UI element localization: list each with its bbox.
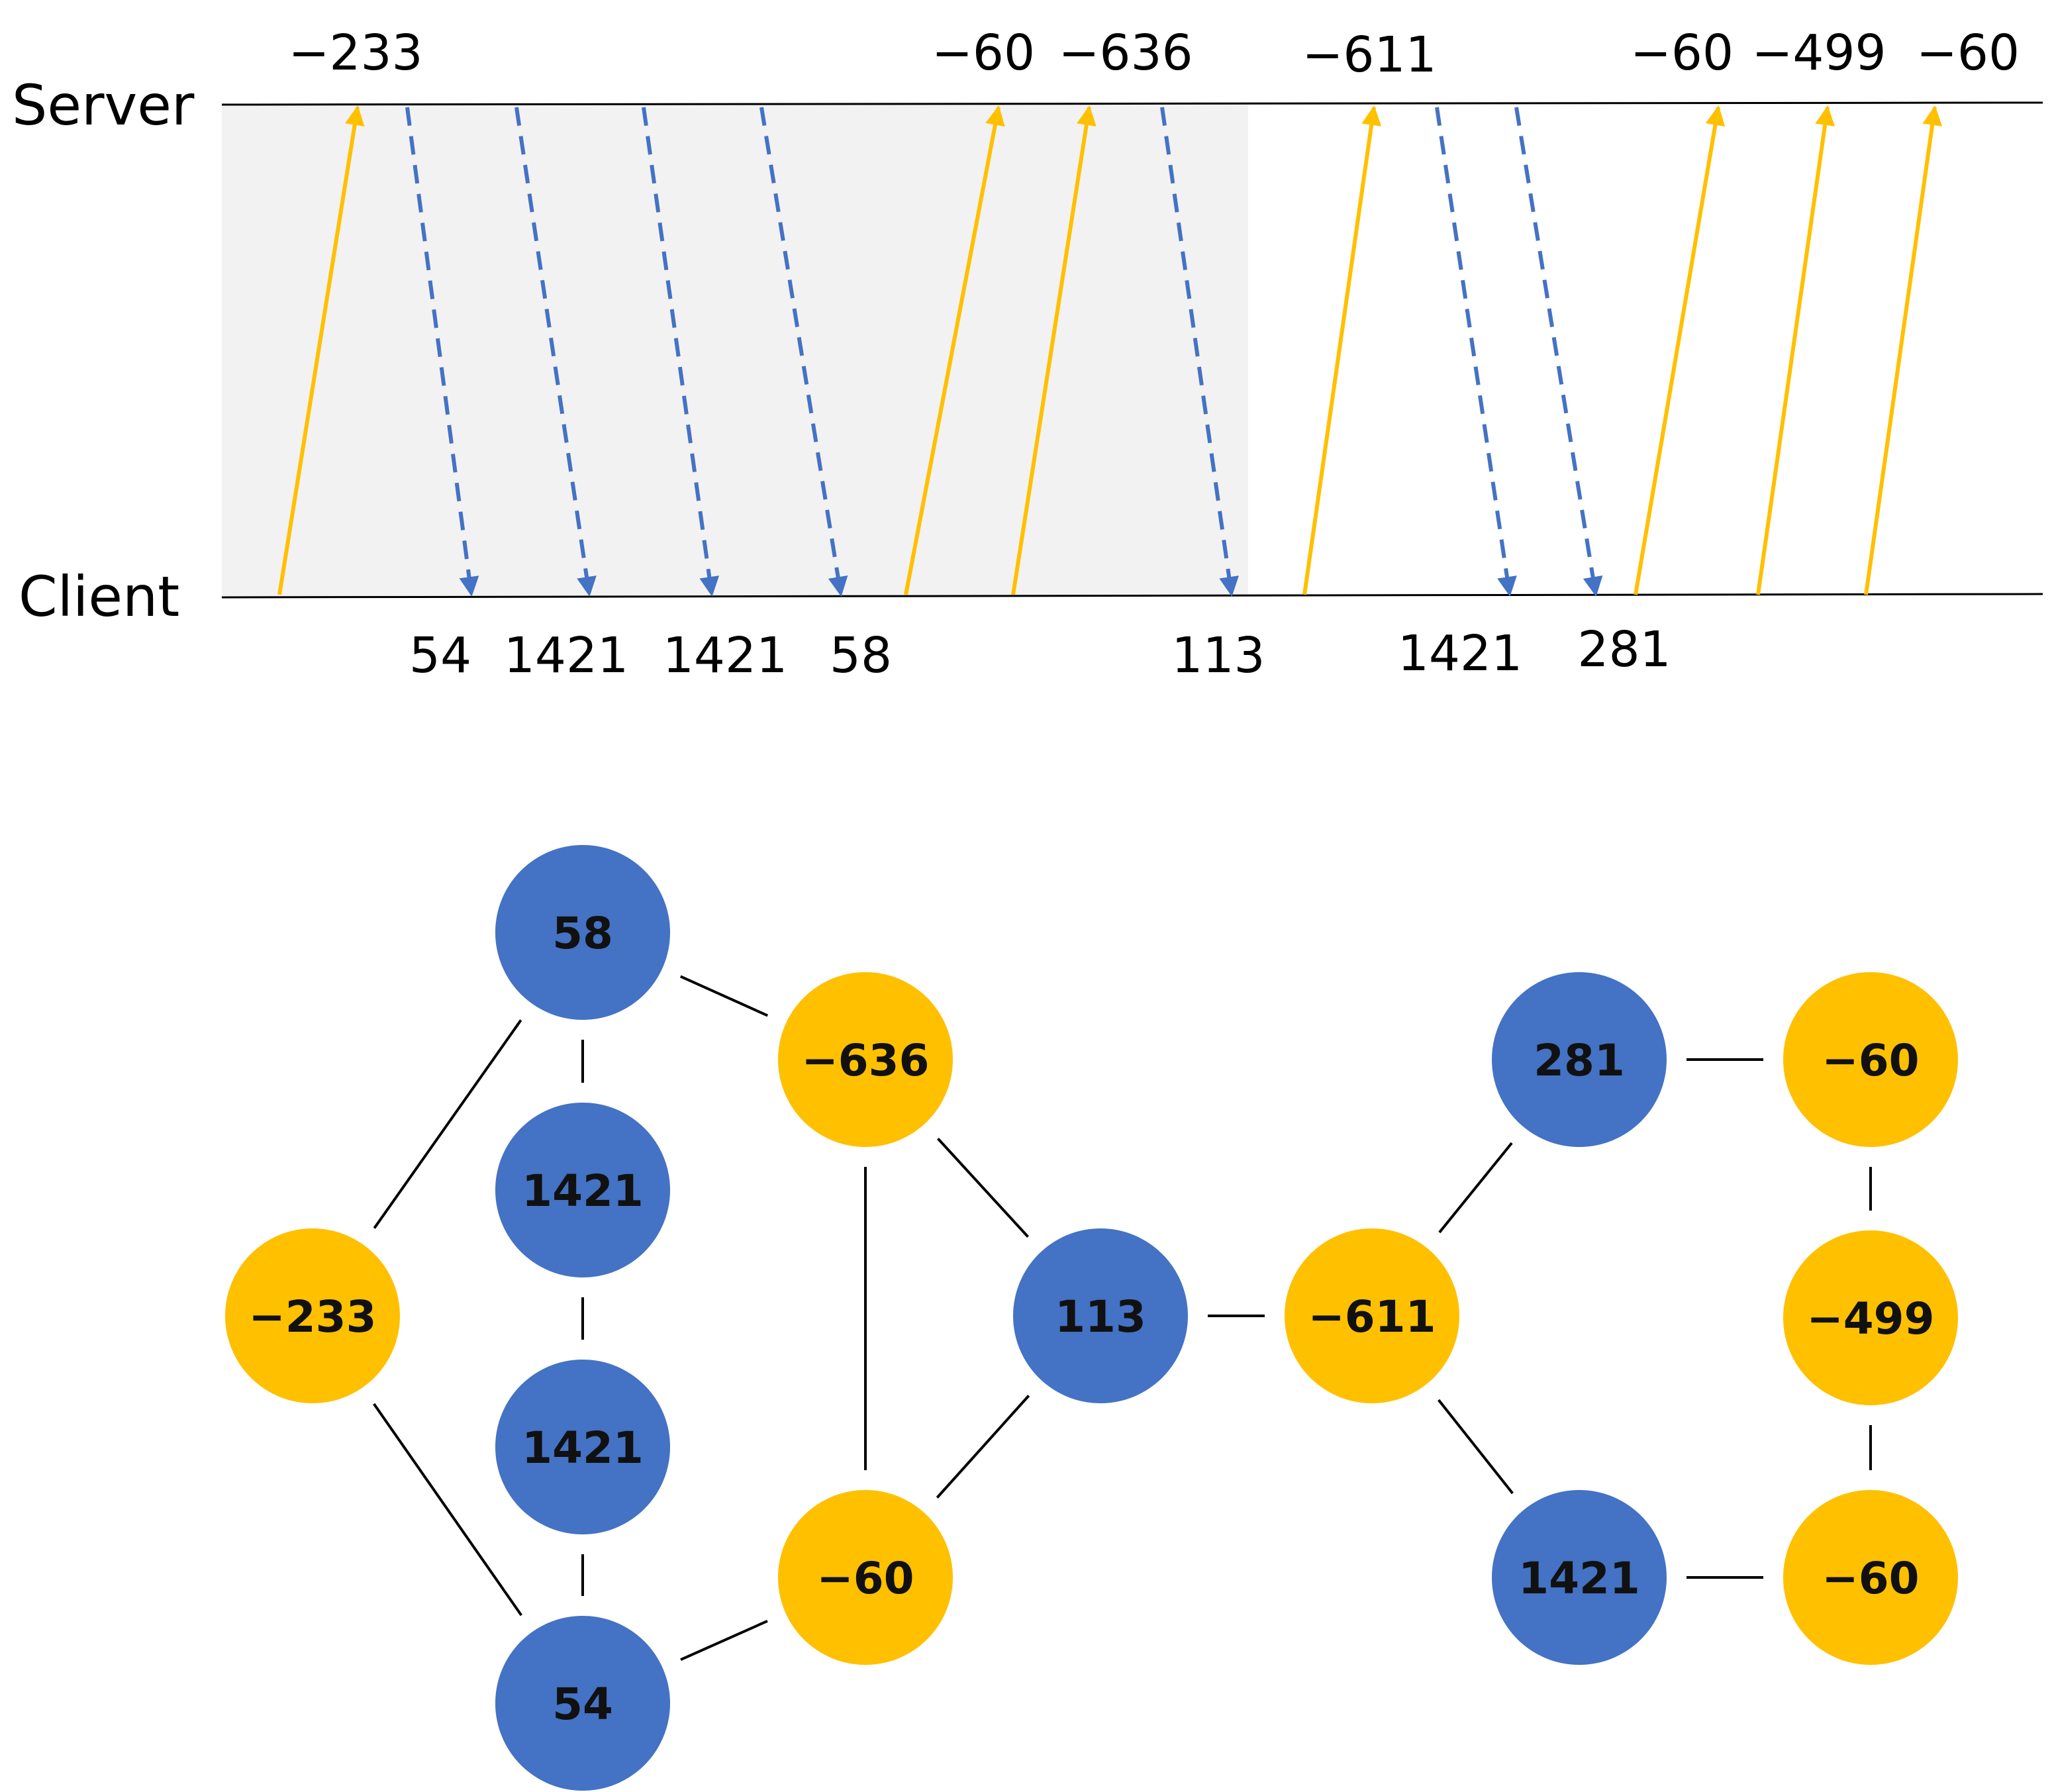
graph-node-label-n-636: −636 [801,1035,929,1086]
graph-node-n1421b: 1421 [495,1360,670,1534]
client-lane-line [221,593,2043,599]
packet-size-label-p6: −60 [932,25,1035,81]
graph-node-label-n-611: −611 [1308,1291,1436,1342]
upload-arrow-p14 [1864,105,1943,595]
upload-arrow-p13 [1756,105,1835,595]
download-arrow-p5 [759,107,848,597]
graph-node-circle-n-233 [225,1228,400,1403]
upload-arrow-p7 [1011,105,1097,595]
graph-node-n281: 281 [1492,972,1667,1147]
graph-edge-n-233-n54 [373,1403,522,1617]
graph-node-label-n-499: −499 [1806,1293,1934,1344]
client-lane-label: Client [19,564,179,629]
packet-size-label-p1: −233 [288,25,422,81]
packet-size-label-p13: −499 [1751,25,1886,81]
graph-node-label-n281: 281 [1534,1035,1625,1086]
graph-node-circle-n-60b [1783,972,1958,1147]
graph-node-label-n-60b: −60 [1822,1035,1919,1086]
graph-edge-n-60a-n113 [936,1395,1030,1499]
graph-node-circle-n281 [1492,972,1667,1147]
graph-node-n1421c: 1421 [1492,1490,1667,1665]
packet-size-label-p3: 1421 [504,627,628,684]
packet-graph: −233 58 1421 1421 54 −636 −60 113 −611 281 1421 −60… [225,845,1958,1791]
graph-node-circle-n-60c [1783,1490,1958,1665]
graph-node-n-60c: −60 [1783,1490,1958,1665]
server-lane-label: Server [12,73,195,138]
download-arrow-p10 [1435,107,1517,597]
graph-edge-n-611-n281 [1438,1142,1513,1234]
download-arrow-p8 [1160,107,1240,597]
packet-arrows [277,105,1943,597]
packet-size-label-p10: 1421 [1398,625,1522,682]
graph-node-n-60a: −60 [778,1490,953,1665]
graph-node-label-n1421c: 1421 [1518,1553,1640,1604]
graph-node-label-n58: 58 [552,908,613,959]
packet-size-label-p7: −636 [1058,25,1193,81]
graph-nodes: −233 58 1421 1421 54 −636 −60 113 −611 281 1421 −60… [225,845,1958,1791]
graph-node-n58: 58 [495,845,670,1020]
download-arrow-p4 [642,107,720,597]
graph-node-circle-n-611 [1285,1228,1459,1403]
graph-node-label-n54: 54 [552,1679,613,1730]
packet-size-label-p11: 281 [1577,621,1671,678]
graph-node-circle-n1421b [495,1360,670,1534]
graph-node-circle-n58 [495,845,670,1020]
graph-node-n-60b: −60 [1783,972,1958,1147]
graph-node-label-n-60a: −60 [816,1553,914,1604]
graph-edge-n58-n-636 [679,975,769,1017]
graph-node-n-233: −233 [225,1228,400,1403]
upload-arrow-p6 [904,105,1005,595]
upload-arrow-p9 [1302,105,1382,595]
graph-node-circle-n1421c [1492,1490,1667,1665]
graph-edge-n-611-n1421c [1438,1399,1514,1495]
packet-timeline: Server Client −233 54 1421 1421 58 −60 −636 113… [12,25,2043,684]
graph-node-circle-n-60a [778,1490,953,1665]
packet-size-label-p14: −60 [1916,25,2020,81]
graph-node-label-n-233: −233 [248,1291,376,1342]
graph-node-circle-n-636 [778,972,953,1147]
packet-size-label-p2: 54 [409,627,471,684]
graph-node-n-499: −499 [1783,1230,1958,1405]
graph-node-label-n1421b: 1421 [522,1422,644,1473]
graph-node-n1421a: 1421 [495,1103,670,1277]
graph-node-circle-n-499 [1783,1230,1958,1405]
server-lane-line [221,101,2043,106]
graph-node-n113: 113 [1013,1228,1188,1403]
burst-shade-region [222,105,1248,596]
packet-size-label-p9: −611 [1302,26,1436,83]
packet-size-label-p4: 1421 [663,627,787,684]
graph-node-n54: 54 [495,1616,670,1791]
graph-node-label-n1421a: 1421 [522,1166,644,1217]
graph-node-circle-n54 [495,1616,670,1791]
packet-size-label-p12: −60 [1630,25,1734,81]
graph-node-circle-n113 [1013,1228,1188,1403]
packet-labels: −233 54 1421 1421 58 −60 −636 113 −611 1421 281 −60… [288,25,2020,684]
upload-arrow-p1 [277,105,365,595]
graph-node-n-636: −636 [778,972,953,1147]
download-arrow-p3 [514,107,597,597]
graph-edge-n54-n-60a [680,1620,768,1661]
graph-node-circle-n1421a [495,1103,670,1277]
upload-arrow-p12 [1634,105,1726,595]
graph-node-label-n113: 113 [1055,1291,1146,1342]
packet-size-label-p8: 113 [1171,627,1265,684]
graph-edge-n-233-n58 [373,1019,522,1229]
download-arrow-p2 [405,107,479,597]
packet-size-label-p5: 58 [830,627,892,684]
download-arrow-p11 [1514,107,1603,597]
graph-node-label-n-60c: −60 [1822,1553,1919,1604]
graph-node-n-611: −611 [1285,1228,1459,1403]
graph-edge-n-636-n113 [937,1138,1029,1238]
graph-edges [373,975,1872,1661]
